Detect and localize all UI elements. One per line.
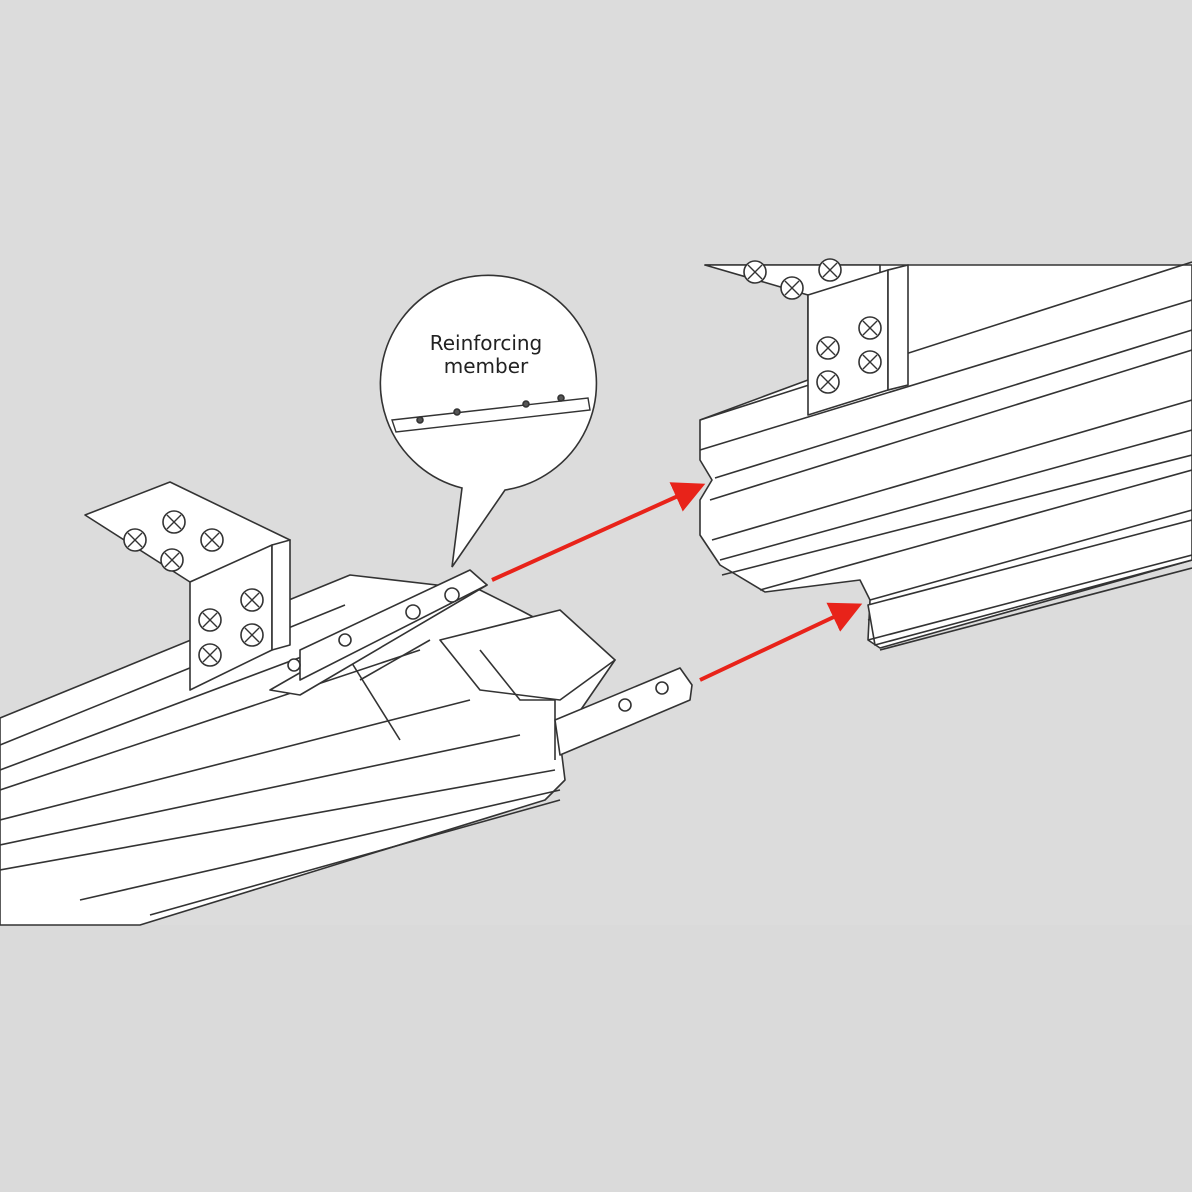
arrow-right-icon <box>699 602 863 682</box>
screw-cross-icon <box>816 336 840 360</box>
screw-cross-icon <box>160 548 184 572</box>
right-rail <box>699 261 1192 651</box>
screw-cross-icon <box>816 370 840 394</box>
screw-cross-icon <box>240 623 264 647</box>
screw-cross-icon <box>162 510 186 534</box>
arrow-right-icon <box>491 482 706 582</box>
screw-cross-icon <box>858 316 882 340</box>
screw-cross-icon <box>780 276 804 300</box>
screw-cross-icon <box>858 350 882 374</box>
callout-bubble <box>379 274 598 568</box>
callout-label-line1: Reinforcing <box>429 331 543 355</box>
screw-cross-icon <box>818 258 842 282</box>
screw-cross-icon <box>198 643 222 667</box>
lower-band <box>0 925 1192 1192</box>
callout-label-line2: member <box>443 354 529 378</box>
screw-cross-icon <box>200 528 224 552</box>
screw-cross-icon <box>743 260 767 284</box>
callout-label: Reinforcing member <box>400 332 572 378</box>
screw-cross-icon <box>198 608 222 632</box>
screw-cross-icon <box>240 588 264 612</box>
left-rail <box>0 481 693 926</box>
screw-cross-icon <box>123 528 147 552</box>
